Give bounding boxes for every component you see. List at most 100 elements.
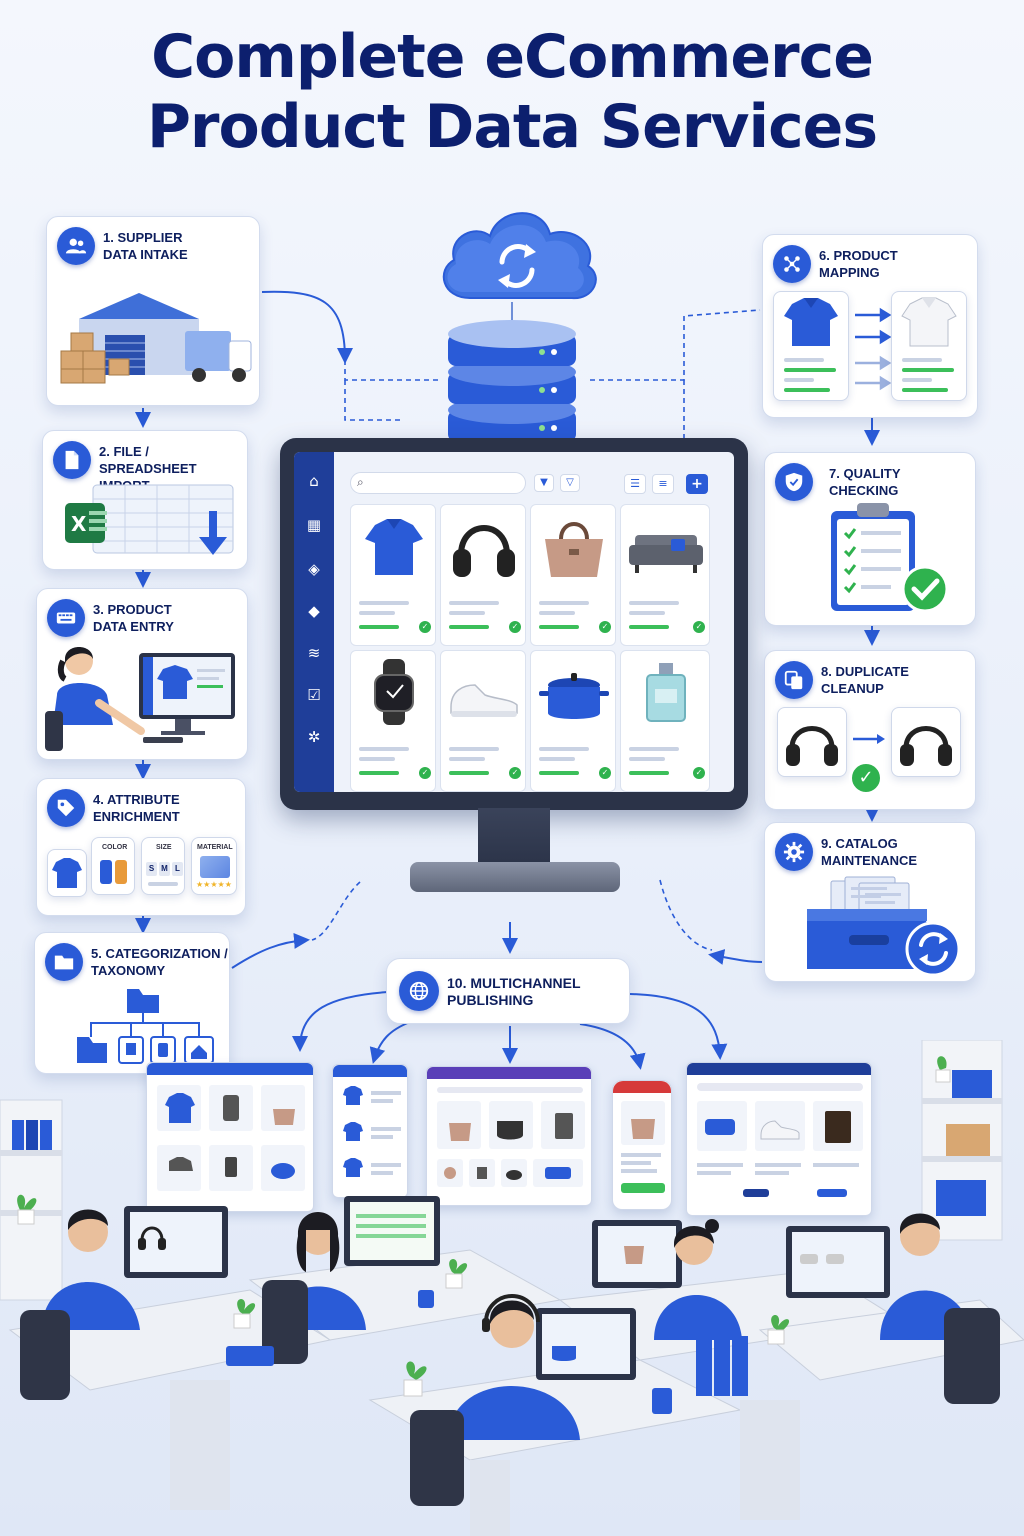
product-card-sofa[interactable]: ✓ (620, 504, 710, 646)
polo-shirt-icon (365, 519, 423, 575)
settings-icon[interactable]: ✲ (307, 728, 321, 746)
search-icon: ⌕ (357, 475, 364, 489)
size-chip-l[interactable]: L (172, 862, 183, 876)
list-view-button-2[interactable]: ≡ (652, 474, 674, 494)
detail-bar (539, 611, 575, 615)
detail-bar (539, 757, 575, 761)
step-card-catalog-maintenance[interactable]: 9. CATALOG MAINTENANCE (764, 822, 976, 982)
step-header: 7. QUALITY CHECKING (775, 463, 901, 501)
channel-mobile-app[interactable] (612, 1080, 672, 1210)
detail-bar (629, 771, 669, 775)
detail-bar (902, 358, 942, 362)
gear-icon (775, 833, 813, 871)
detail-bar (539, 771, 579, 775)
step-card-quality-checking[interactable]: 7. QUALITY CHECKING (764, 452, 976, 626)
channel-storefront-1[interactable] (146, 1062, 314, 1212)
product-card-cookpot[interactable]: ✓ (530, 650, 616, 792)
filter-button[interactable]: ▼ (534, 474, 554, 492)
network-icon (773, 245, 811, 283)
detail-bar (359, 771, 399, 775)
step-header: 8. DUPLICATE CLEANUP (775, 661, 909, 699)
grid-icon[interactable]: ▦ (306, 516, 322, 534)
spreadsheet-illustration: X (65, 484, 234, 555)
step-title: 4. ATTRIBUTE ENRICHMENT (93, 792, 180, 824)
size-bar (148, 882, 178, 886)
size-chip-s[interactable]: S (146, 862, 157, 876)
checklist-icon[interactable]: ☑ (307, 686, 321, 704)
step-header: 5. CATEGORIZATION / TAXONOMY (45, 943, 228, 981)
detail-bar (784, 358, 824, 362)
search-input[interactable]: ⌕ (350, 472, 526, 494)
star-rating: ★★★★★ (196, 880, 232, 889)
product-card-watch[interactable]: ✓ (350, 650, 436, 792)
smartwatch-icon (374, 659, 414, 725)
color-swatch-blue (100, 860, 112, 884)
step-card-attribute-enrichment[interactable]: 4. ATTRIBUTE ENRICHMENT COLOR SIZE S M L… (36, 778, 246, 916)
layers-icon[interactable]: ≋ (307, 644, 321, 662)
step-card-product-mapping[interactable]: 6. PRODUCT MAPPING (762, 234, 978, 418)
attribute-material-tile: MATERIAL ★★★★★ (191, 837, 237, 895)
detail-bar (629, 625, 669, 629)
filter-button-2[interactable]: ▽ (560, 474, 580, 492)
detail-bar (629, 611, 665, 615)
step-card-categorization[interactable]: 5. CATEGORIZATION / TAXONOMY (34, 932, 230, 1074)
step-card-supplier-intake[interactable]: 1. SUPPLIER DATA INTAKE (46, 216, 260, 406)
size-chip-m[interactable]: M (159, 862, 170, 876)
mapping-arrows (855, 307, 891, 391)
list-view-button[interactable]: ☰ (624, 474, 646, 494)
detail-bar (359, 601, 409, 605)
dashboard-sidebar: ⌂ ▦ ◈ ◆ ≋ ☑ ✲ (294, 452, 334, 792)
pim-dashboard-screen: ⌂ ▦ ◈ ◆ ≋ ☑ ✲ ⌕ ▼ ▽ ☰ ≡ + ✓ ✓ ✓ (294, 452, 734, 792)
sneaker-icon (450, 684, 518, 717)
detail-bar (902, 378, 932, 382)
step-header: 9. CATALOG MAINTENANCE (775, 833, 917, 871)
right-shelf (921, 1040, 1003, 1241)
step-header: 1. SUPPLIER DATA INTAKE (57, 227, 188, 265)
step-title: 3. PRODUCT DATA ENTRY (93, 602, 174, 634)
check-icon: ✓ (509, 621, 521, 633)
product-card-sneaker[interactable]: ✓ (440, 650, 526, 792)
detail-bar (902, 388, 948, 392)
step-card-duplicate-cleanup[interactable]: 8. DUPLICATE CLEANUP ✓ (764, 650, 976, 810)
detail-bar (539, 747, 589, 751)
channel-storefront-2[interactable] (332, 1064, 408, 1198)
detail-bar (784, 378, 814, 382)
check-icon: ✓ (693, 621, 705, 633)
left-shelf (0, 1099, 63, 1301)
tag-icon[interactable]: ◆ (308, 602, 320, 620)
step-card-file-import[interactable]: 2. FILE / SPREADSHEET IMPORT X (42, 430, 248, 570)
database-icon (448, 302, 576, 442)
folder-icon (45, 943, 83, 981)
size-label: SIZE (156, 844, 172, 851)
channel-storefront-3[interactable] (426, 1066, 592, 1206)
product-card-handbag[interactable]: ✓ (530, 504, 616, 646)
svg-text:X: X (71, 512, 87, 536)
step-title: 5. CATEGORIZATION / TAXONOMY (91, 946, 228, 978)
clean-item-tile (891, 707, 961, 777)
warehouse-illustration (60, 293, 252, 384)
storefront-list (343, 1086, 401, 1177)
main-monitor: ⌂ ▦ ◈ ◆ ≋ ☑ ✲ ⌕ ▼ ▽ ☰ ≡ + ✓ ✓ ✓ (280, 438, 748, 810)
channel-storefront-5[interactable] (686, 1062, 872, 1216)
attribute-size-tile: SIZE S M L (141, 837, 185, 895)
detail-bar (629, 601, 679, 605)
box-icon[interactable]: ◈ (308, 560, 320, 578)
material-label: MATERIAL (197, 844, 233, 851)
step-card-multichannel-publishing[interactable]: 10. MULTICHANNEL PUBLISHING (386, 958, 630, 1024)
product-card-polo[interactable]: ✓ (350, 504, 436, 646)
detail-bar (902, 368, 954, 372)
file-icon (53, 441, 91, 479)
office-team-illustration (0, 1040, 1024, 1536)
detail-bar (629, 747, 679, 751)
home-icon[interactable]: ⌂ (309, 472, 319, 490)
white-polo-icon (901, 297, 957, 347)
title-line-1: Complete eCommerce (151, 22, 874, 92)
duplicate-item-tile (777, 707, 847, 777)
detail-bar (449, 771, 489, 775)
product-card-headphones[interactable]: ✓ (440, 504, 526, 646)
step-card-data-entry[interactable]: 3. PRODUCT DATA ENTRY (36, 588, 248, 760)
detail-bar (539, 625, 579, 629)
add-product-button[interactable]: + (686, 474, 708, 494)
headphones-icon (900, 726, 952, 766)
product-card-perfume[interactable]: ✓ (620, 650, 710, 792)
